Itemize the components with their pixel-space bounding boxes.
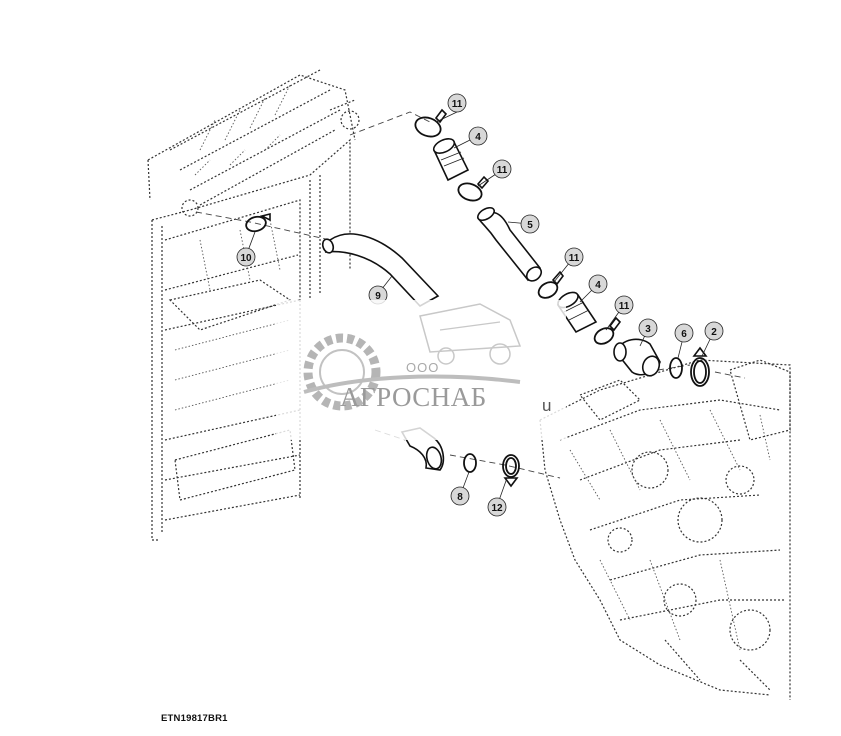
callout-3: 3 xyxy=(638,318,658,338)
svg-text:4: 4 xyxy=(595,280,601,291)
callout-8: 8 xyxy=(450,486,470,506)
o-ring-8 xyxy=(463,453,477,473)
callout-4-top: 4 xyxy=(468,126,488,146)
svg-text:6: 6 xyxy=(681,329,687,340)
svg-text:10: 10 xyxy=(240,253,252,264)
callout-11-top: 11 xyxy=(447,93,467,113)
callout-10: 10 xyxy=(236,247,256,267)
clamp-11-top xyxy=(414,108,448,138)
svg-text:5: 5 xyxy=(527,220,533,231)
watermark-graphic xyxy=(276,300,566,440)
clamp-11-second xyxy=(457,175,490,202)
callout-11-fourth: 11 xyxy=(614,295,634,315)
clamp-11-fourth xyxy=(593,316,622,345)
engine-outline xyxy=(539,359,791,700)
callout-5: 5 xyxy=(520,214,540,234)
callout-2: 2 xyxy=(704,321,724,341)
svg-text:12: 12 xyxy=(491,503,503,514)
svg-text:9: 9 xyxy=(375,291,381,302)
svg-text:11: 11 xyxy=(619,301,630,312)
elbow-3 xyxy=(613,338,661,377)
figure-code: ETN19817BR1 xyxy=(161,713,228,724)
coupler-4-top xyxy=(432,138,470,182)
clamp-12 xyxy=(502,454,520,488)
hose-5 xyxy=(476,206,543,282)
callout-11-second: 11 xyxy=(492,159,512,179)
callout-6: 6 xyxy=(674,323,694,343)
o-ring-6 xyxy=(669,357,683,379)
clamp-11-third xyxy=(537,270,564,299)
radiator-outline xyxy=(147,69,360,541)
clamp-2 xyxy=(690,346,710,387)
svg-text:11: 11 xyxy=(452,99,463,110)
svg-text:11: 11 xyxy=(497,165,508,176)
callout-12: 12 xyxy=(487,497,507,517)
svg-text:2: 2 xyxy=(711,327,717,338)
svg-text:3: 3 xyxy=(645,324,651,335)
svg-text:11: 11 xyxy=(569,253,580,264)
clamp-10 xyxy=(245,212,271,233)
callout-11-third: 11 xyxy=(564,247,584,267)
svg-text:4: 4 xyxy=(475,132,481,143)
svg-text:8: 8 xyxy=(457,492,463,503)
watermark-trailing-letter: u xyxy=(542,396,552,415)
callout-4-lower: 4 xyxy=(588,274,608,294)
